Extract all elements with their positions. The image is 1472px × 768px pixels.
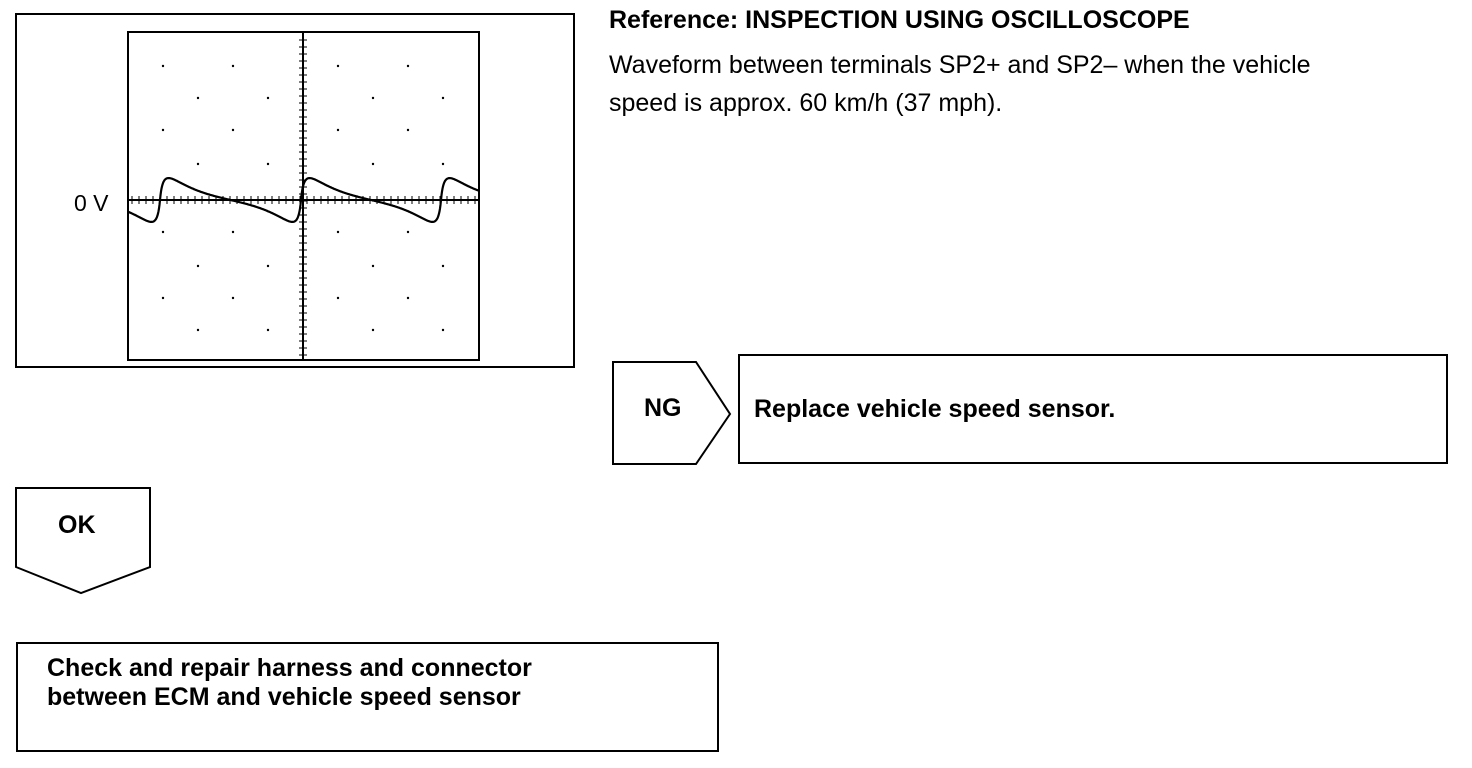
reference-description: Waveform between terminals SP2+ and SP2–… [609,46,1311,122]
oscilloscope-waveform-diagram: 0 V [74,31,480,361]
ok-action-box [16,642,719,752]
reference-description-line-1: Waveform between terminals SP2+ and SP2–… [609,51,1311,79]
reference-title: Reference: INSPECTION USING OSCILLOSCOPE [609,6,1190,34]
speed-sensor-waveform [127,177,480,223]
ng-action-text: Replace vehicle speed sensor. [754,395,1116,423]
zero-volt-label: 0 V [74,190,109,216]
ok-action-line-1: Check and repair harness and connector [47,654,532,682]
oscilloscope-figure-frame [15,13,575,368]
ng-label: NG [644,394,682,422]
ok-label: OK [58,511,96,539]
reference-description-line-2: speed is approx. 60 km/h (37 mph). [609,89,1003,117]
ng-action-box [738,354,1448,464]
ng-arrow-shape [612,361,732,465]
ok-action-text: Check and repair harness and connector b… [47,654,707,712]
ok-action-line-2: between ECM and vehicle speed sensor [47,683,521,711]
ok-arrow-shape [15,487,151,595]
graticule-dots [161,64,445,332]
